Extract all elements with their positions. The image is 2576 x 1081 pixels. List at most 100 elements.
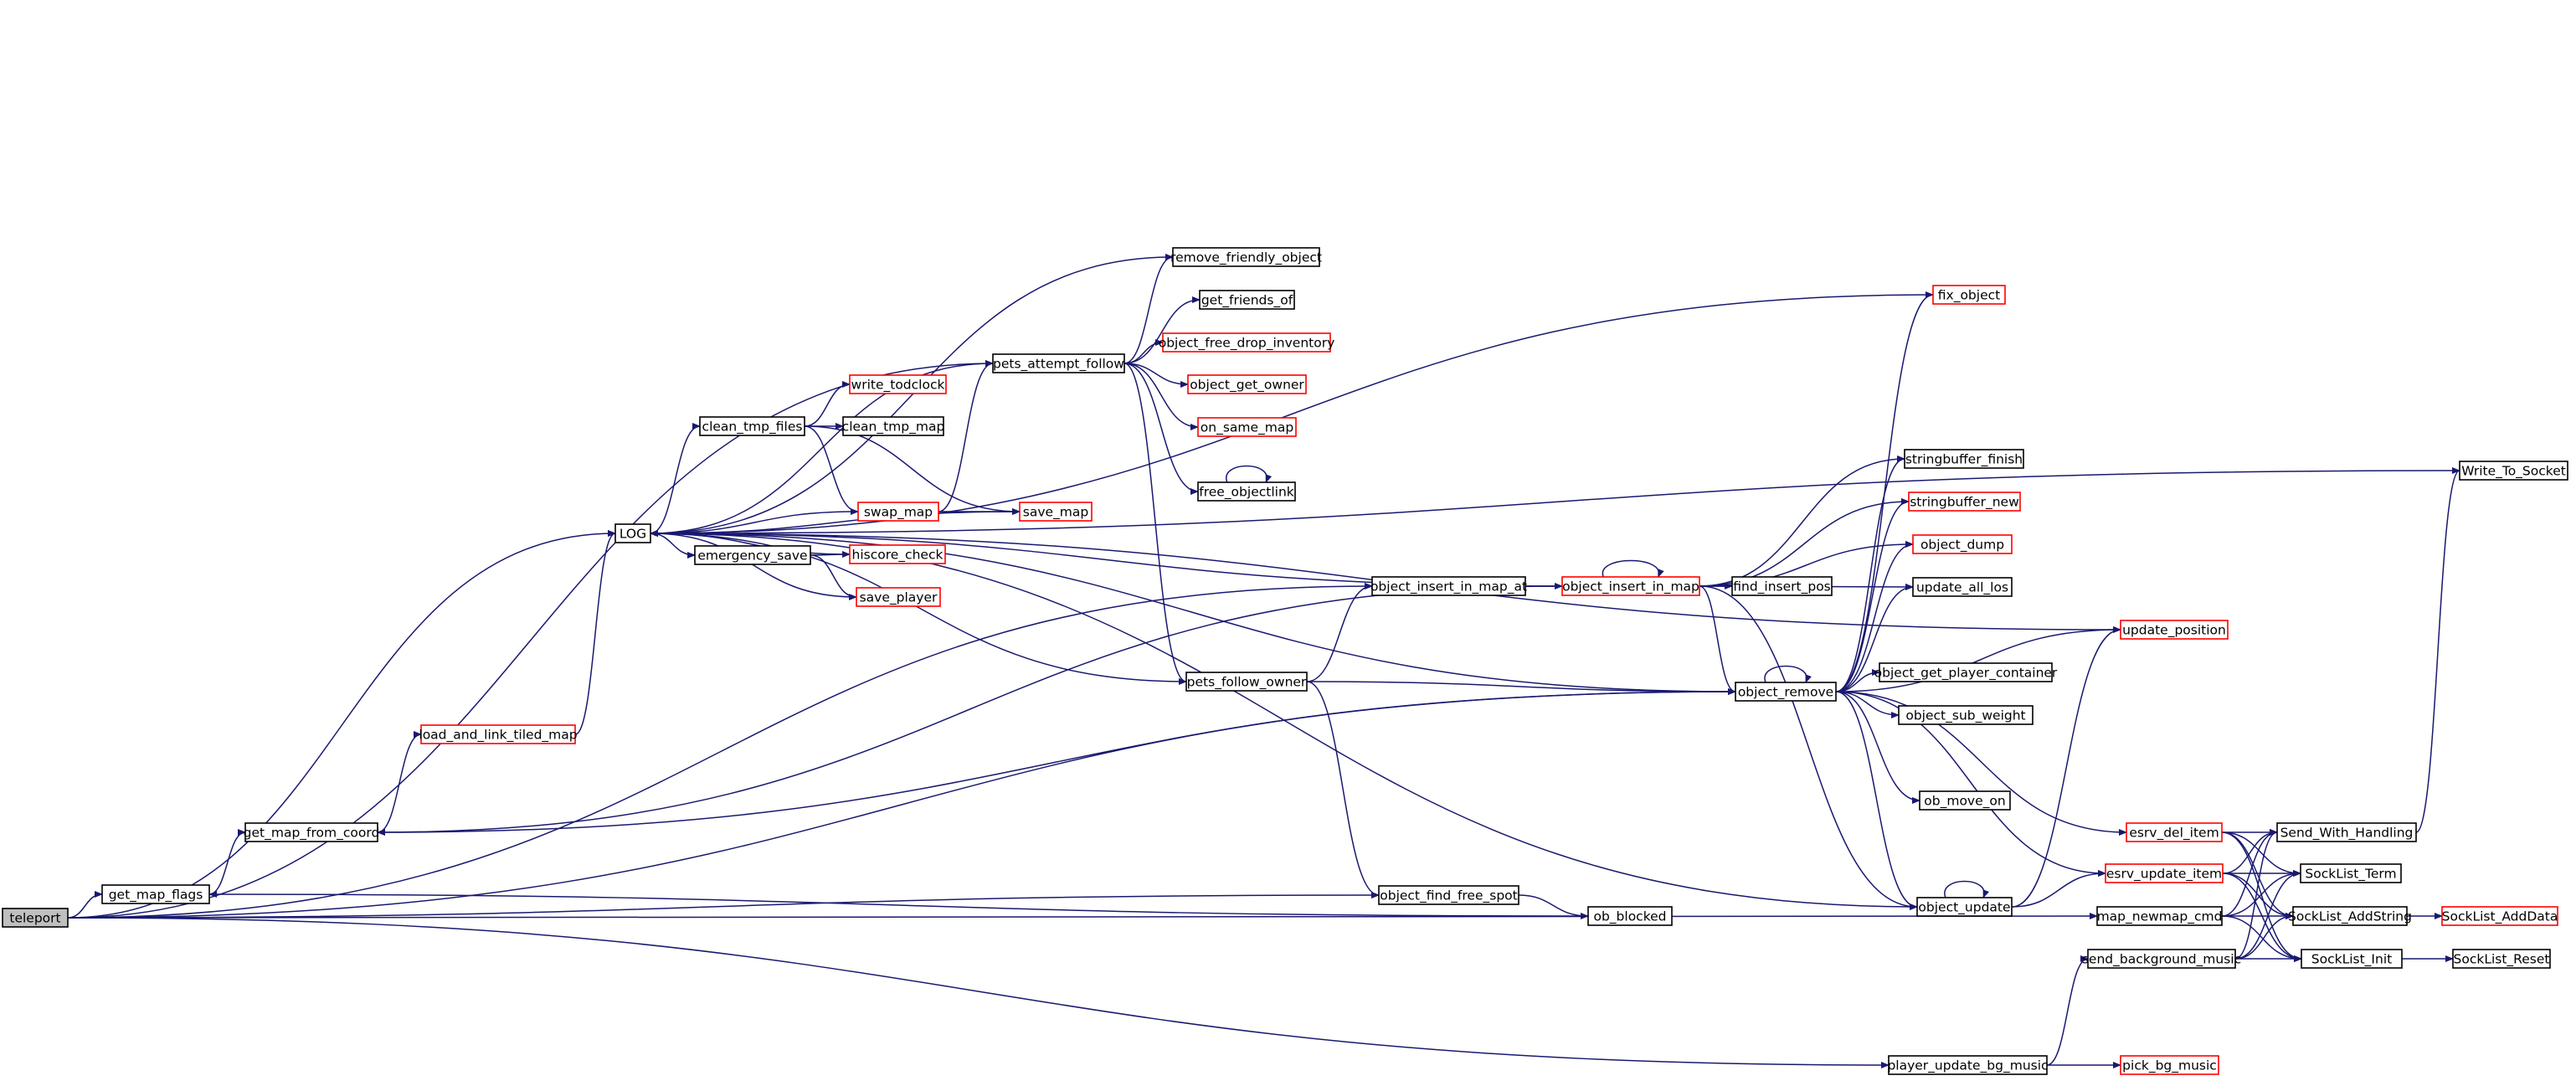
node-box[interactable] [694,545,811,565]
node-box[interactable] [1912,577,2013,597]
node-box[interactable] [1019,502,1093,522]
node-esrv_del_item[interactable]: esrv_del_item [2126,822,2223,842]
node-box[interactable] [1561,576,1700,596]
node-send_background_music[interactable]: send_background_music [2082,949,2241,969]
node-update_all_los[interactable]: update_all_los [1912,577,2013,597]
node-SockList_Init[interactable]: SockList_Init [2301,949,2403,969]
node-on_same_map[interactable]: on_same_map [1197,417,1297,437]
node-box[interactable] [2096,906,2223,926]
node-box[interactable] [2,908,69,928]
node-box[interactable] [2105,863,2224,883]
node-pets_follow_owner[interactable]: pets_follow_owner [1185,672,1308,692]
node-box[interactable] [1187,374,1307,394]
node-box[interactable] [1185,672,1308,692]
node-box[interactable] [2441,906,2558,926]
node-fix_object[interactable]: fix_object [1932,285,2006,305]
node-clean_tmp_files[interactable]: clean_tmp_files [699,416,805,436]
node-stringbuffer_finish[interactable]: stringbuffer_finish [1904,449,2024,469]
node-box[interactable] [1197,481,1296,502]
node-box[interactable] [2292,906,2408,926]
node-box[interactable] [1162,332,1331,353]
node-save_player[interactable]: save_player [856,587,941,607]
node-box[interactable] [614,523,651,543]
node-SockList_AddData[interactable]: SockList_AddData [2441,906,2558,926]
node-box[interactable] [244,822,378,842]
node-pick_bg_music[interactable]: pick_bg_music [2120,1055,2219,1075]
node-box[interactable] [1888,1055,2048,1075]
node-box[interactable] [2087,949,2236,969]
node-player_update_bg_music[interactable]: player_update_bg_music [1887,1055,2049,1075]
node-emergency_save[interactable]: emergency_save [694,545,811,565]
node-SockList_Term[interactable]: SockList_Term [2300,863,2402,883]
node-object_find_free_spot[interactable]: object_find_free_spot [1378,885,1519,905]
node-update_position[interactable]: update_position [2120,620,2229,640]
node-free_objectlink[interactable]: free_objectlink [1197,481,1296,502]
node-box[interactable] [1898,705,2034,725]
node-box[interactable] [1916,897,2013,917]
node-box[interactable] [1904,449,2024,469]
node-box[interactable] [1172,247,1320,267]
node-stringbuffer_new[interactable]: stringbuffer_new [1908,492,2021,512]
node-ob_blocked[interactable]: ob_blocked [1587,906,1673,926]
node-box[interactable] [842,416,944,436]
node-find_insert_pos[interactable]: find_insert_pos [1731,576,1833,596]
node-box[interactable] [2301,949,2403,969]
node-Send_With_Handling[interactable]: Send_With_Handling [2276,822,2417,842]
node-box[interactable] [2120,1055,2219,1075]
node-clean_tmp_map[interactable]: clean_tmp_map [842,416,945,436]
node-object_get_owner[interactable]: object_get_owner [1187,374,1307,394]
node-SockList_AddString[interactable]: SockList_AddString [2288,906,2412,926]
node-box[interactable] [1932,285,2006,305]
node-object_insert_in_map[interactable]: object_insert_in_map [1561,576,1700,596]
node-box[interactable] [1879,662,2053,682]
node-get_map_from_coord[interactable]: get_map_from_coord [244,822,380,842]
node-map_newmap_cmd[interactable]: map_newmap_cmd [2096,906,2223,926]
node-object_remove[interactable]: object_remove [1735,682,1837,702]
node-remove_friendly_object[interactable]: remove_friendly_object [1170,247,1322,267]
node-box[interactable] [1587,906,1673,926]
node-box[interactable] [2300,863,2402,883]
node-box[interactable] [2126,822,2223,842]
node-box[interactable] [1731,576,1833,596]
node-box[interactable] [1197,417,1297,437]
node-pets_attempt_follow[interactable]: pets_attempt_follow [992,353,1125,373]
node-object_free_drop_inventory[interactable]: object_free_drop_inventory [1159,332,1335,353]
node-box[interactable] [2459,461,2568,481]
node-box[interactable] [2276,822,2417,842]
node-object_get_player_container[interactable]: object_get_player_container [1874,662,2058,682]
node-box[interactable] [1378,885,1519,905]
node-object_insert_in_map_at[interactable]: object_insert_in_map_at [1370,576,1527,596]
node-get_map_flags[interactable]: get_map_flags [101,884,210,904]
node-box[interactable] [1199,290,1295,310]
node-box[interactable] [420,724,576,744]
node-box[interactable] [1908,492,2021,512]
node-object_update[interactable]: object_update [1916,897,2013,917]
node-box[interactable] [699,416,805,436]
node-box[interactable] [1912,534,2013,554]
node-write_todclock[interactable]: write_todclock [849,374,947,394]
node-box[interactable] [849,374,947,394]
node-box[interactable] [1919,790,2011,811]
node-swap_map[interactable]: swap_map [857,502,939,522]
node-box[interactable] [2120,620,2229,640]
node-box[interactable] [2452,949,2551,969]
node-save_map[interactable]: save_map [1019,502,1093,522]
node-box[interactable] [849,544,946,564]
node-get_friends_of[interactable]: get_friends_of [1199,290,1295,310]
node-box[interactable] [1371,576,1526,596]
node-Write_To_Socket[interactable]: Write_To_Socket [2459,461,2568,481]
node-box[interactable] [856,587,941,607]
node-load_and_link_tiled_map[interactable]: load_and_link_tiled_map [419,724,578,744]
node-SockList_Reset[interactable]: SockList_Reset [2452,949,2551,969]
node-box[interactable] [101,884,210,904]
node-ob_move_on[interactable]: ob_move_on [1919,790,2011,811]
node-box[interactable] [1735,682,1837,702]
node-box[interactable] [992,353,1125,373]
node-LOG[interactable]: LOG [614,523,651,543]
node-object_dump[interactable]: object_dump [1912,534,2013,554]
node-object_sub_weight[interactable]: object_sub_weight [1898,705,2034,725]
node-esrv_update_item[interactable]: esrv_update_item [2105,863,2224,883]
node-hiscore_check[interactable]: hiscore_check [849,544,946,564]
node-box[interactable] [857,502,939,522]
node-teleport[interactable]: teleport [2,908,69,928]
